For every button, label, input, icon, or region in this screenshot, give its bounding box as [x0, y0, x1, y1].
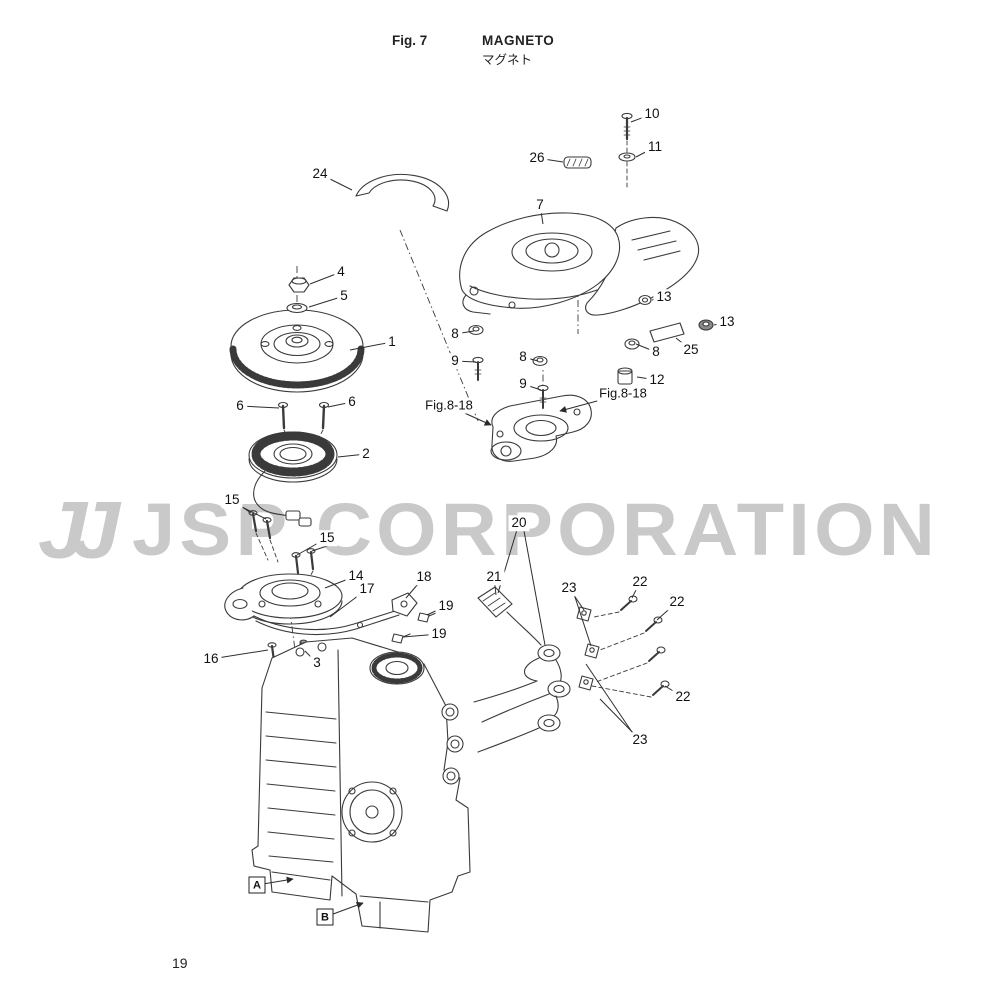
part-callout-7: 7	[533, 197, 547, 213]
part-stator-2	[248, 431, 338, 527]
part-callout-4: 4	[334, 264, 348, 280]
part-callout-22: 22	[672, 689, 694, 705]
figure-title: MAGNETO	[482, 33, 555, 48]
part-bracket-14	[224, 573, 343, 625]
part-bolts-15	[248, 510, 316, 585]
part-nut-4-washer-5	[286, 277, 310, 314]
part-engine-block	[251, 637, 471, 933]
part-callout-3: 3	[310, 655, 324, 671]
part-callout-13: 13	[653, 289, 675, 305]
part-callout-17: 17	[356, 581, 378, 597]
page-number: 19	[172, 955, 188, 971]
part-callout-10: 10	[641, 106, 663, 122]
hardware-small-parts	[468, 112, 714, 409]
figure-title-japanese: マグネト	[482, 53, 533, 67]
figure-reference: Fig.8-18	[423, 397, 475, 414]
ref-marker-B: B	[316, 908, 334, 926]
part-callout-16: 16	[200, 651, 222, 667]
part-stay-17	[253, 609, 400, 636]
part-callout-12: 12	[646, 372, 668, 388]
part-callout-8: 8	[516, 349, 530, 365]
part-bracket-18-clips-19	[391, 592, 437, 644]
part-flywheel-1	[229, 309, 365, 393]
part-callout-8: 8	[448, 326, 462, 342]
part-top-cowl-7	[459, 212, 700, 316]
part-callout-6: 6	[233, 398, 247, 414]
part-callout-20: 20	[508, 515, 530, 531]
part-callout-11: 11	[644, 139, 666, 155]
part-callout-26: 26	[526, 150, 548, 166]
figure-number: Fig. 7	[392, 33, 428, 48]
part-callout-13: 13	[716, 314, 738, 330]
part-callout-19: 19	[435, 598, 457, 614]
part-callout-19: 19	[428, 626, 450, 642]
part-callout-9: 9	[516, 376, 530, 392]
part-callout-22: 22	[629, 574, 651, 590]
part-callout-8: 8	[649, 344, 663, 360]
part-callout-15: 15	[221, 492, 243, 508]
part-callout-9: 9	[448, 353, 462, 369]
part-callout-14: 14	[345, 568, 367, 584]
part-callout-23: 23	[629, 732, 651, 748]
part-callout-5: 5	[337, 288, 351, 304]
part-callout-21: 21	[483, 569, 505, 585]
part-upper-bracket	[490, 394, 592, 462]
part-callout-15: 15	[316, 530, 338, 546]
figure-reference: Fig.8-18	[597, 385, 649, 402]
part-apron-24	[355, 173, 450, 212]
part-callout-6: 6	[345, 394, 359, 410]
part-callout-23: 23	[558, 580, 580, 596]
part-callout-25: 25	[680, 342, 702, 358]
part-ignition-wires	[473, 586, 670, 753]
part-callout-2: 2	[359, 446, 373, 462]
part-callout-1: 1	[385, 334, 399, 350]
ref-marker-A: A	[248, 876, 266, 894]
part-callout-18: 18	[413, 569, 435, 585]
part-callout-24: 24	[309, 166, 331, 182]
part-callout-22: 22	[666, 594, 688, 610]
